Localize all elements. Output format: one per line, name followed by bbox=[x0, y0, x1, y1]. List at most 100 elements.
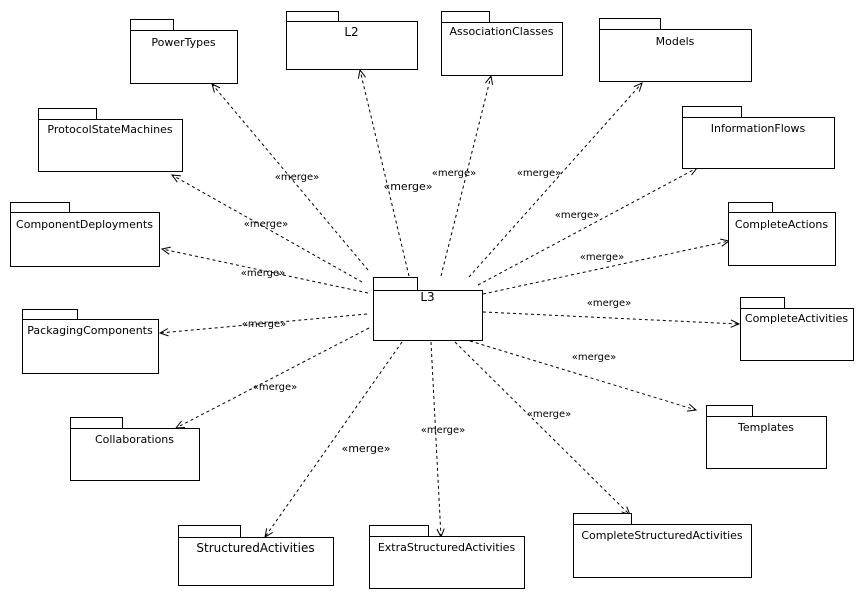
package-name: Models bbox=[656, 35, 695, 48]
package-completeactivities[interactable]: CompleteActivities bbox=[740, 297, 854, 361]
dependency-line bbox=[211, 83, 369, 271]
merge-dependency-packagingcomponents: «merge» bbox=[158, 313, 368, 337]
package-extrastructuredactivities[interactable]: ExtraStructuredActivities bbox=[369, 525, 525, 589]
dependency-line bbox=[482, 240, 730, 295]
merge-dependency-powertypes: «merge» bbox=[211, 83, 369, 271]
package-name: Templates bbox=[737, 421, 794, 434]
merge-label: «merge» bbox=[244, 219, 289, 230]
package-body bbox=[373, 290, 483, 341]
merge-label: «merge» bbox=[517, 168, 562, 179]
merge-dependency-structuredactivities: «merge» bbox=[264, 341, 403, 539]
package-tab bbox=[599, 18, 661, 30]
package-tab bbox=[369, 525, 429, 537]
package-tab bbox=[10, 202, 70, 213]
merge-label: «merge» bbox=[241, 268, 286, 279]
package-templates[interactable]: Templates bbox=[706, 405, 827, 469]
package-completeactions[interactable]: CompleteActions bbox=[728, 202, 836, 266]
package-l2[interactable]: L2 bbox=[286, 11, 418, 70]
package-tab bbox=[573, 513, 632, 525]
package-tab bbox=[740, 297, 785, 309]
package-body bbox=[573, 524, 752, 578]
merge-label: «merge» bbox=[587, 298, 632, 309]
merge-dependency-l2: «merge» bbox=[357, 68, 433, 277]
package-name: PackagingComponents bbox=[27, 324, 153, 337]
arrowhead bbox=[730, 319, 741, 328]
package-tab bbox=[22, 309, 78, 320]
package-body bbox=[178, 537, 334, 586]
dependency-line bbox=[161, 248, 369, 294]
dependency-line bbox=[468, 82, 643, 278]
merge-label: «merge» bbox=[555, 210, 600, 221]
dependency-line bbox=[159, 313, 368, 334]
package-tab bbox=[130, 19, 174, 31]
package-l3[interactable]: L3 bbox=[373, 277, 483, 341]
package-name: StructuredActivities bbox=[196, 541, 314, 555]
package-name: L2 bbox=[344, 25, 358, 39]
merge-label: «merge» bbox=[341, 442, 390, 455]
dependency-line bbox=[430, 341, 442, 538]
merge-dependency-informationflows: «merge» bbox=[477, 167, 699, 286]
merge-dependency-componentdeployments: «merge» bbox=[160, 246, 369, 294]
package-body bbox=[682, 117, 835, 169]
arrowhead bbox=[160, 246, 171, 255]
arrowhead bbox=[357, 68, 366, 79]
package-body bbox=[22, 319, 159, 374]
package-packagingcomponents[interactable]: PackagingComponents bbox=[22, 309, 159, 374]
package-name: CompleteStructuredActivities bbox=[581, 529, 743, 542]
package-tab bbox=[70, 417, 123, 429]
arrowhead bbox=[687, 167, 699, 176]
package-collaborations[interactable]: Collaborations bbox=[70, 417, 200, 481]
dependency-line bbox=[482, 311, 740, 325]
merge-label: «merge» bbox=[242, 319, 287, 330]
package-name: InformationFlows bbox=[711, 122, 806, 135]
package-tab bbox=[728, 202, 773, 213]
arrowhead bbox=[633, 82, 643, 92]
package-componentdeployments[interactable]: ComponentDeployments bbox=[10, 202, 160, 267]
package-associationclasses[interactable]: AssociationClasses bbox=[441, 11, 563, 76]
package-body bbox=[286, 21, 418, 70]
dependency-line bbox=[477, 167, 698, 286]
arrowhead bbox=[720, 238, 731, 247]
package-name: PowerTypes bbox=[151, 36, 216, 49]
package-tab bbox=[682, 106, 742, 118]
package-completestructuredactivities[interactable]: CompleteStructuredActivities bbox=[573, 513, 752, 578]
arrowhead bbox=[687, 403, 698, 412]
package-body bbox=[10, 212, 160, 267]
package-protocolstatemachines[interactable]: ProtocolStateMachines bbox=[38, 108, 183, 172]
arrowhead bbox=[174, 420, 186, 429]
package-tab bbox=[38, 108, 97, 120]
dependency-line bbox=[175, 327, 370, 429]
package-name: AssociationClasses bbox=[449, 25, 553, 38]
merge-label: «merge» bbox=[421, 425, 466, 436]
merge-label: «merge» bbox=[383, 180, 432, 193]
arrowhead bbox=[170, 174, 182, 183]
merge-dependency-associationclasses: «merge» bbox=[432, 74, 494, 277]
package-name: CompleteActions bbox=[735, 218, 828, 231]
package-powertypes[interactable]: PowerTypes bbox=[130, 19, 238, 84]
package-structuredactivities[interactable]: StructuredActivities bbox=[178, 525, 334, 586]
merge-dependency-completeactivities: «merge» bbox=[482, 298, 741, 328]
package-name: ProtocolStateMachines bbox=[47, 123, 172, 136]
arrowhead bbox=[158, 328, 169, 337]
dependency-line bbox=[454, 341, 631, 516]
package-tab bbox=[441, 11, 490, 23]
dependency-line bbox=[359, 69, 410, 277]
package-body bbox=[706, 416, 827, 469]
package-body bbox=[599, 29, 752, 82]
package-name: ComponentDeployments bbox=[16, 218, 153, 231]
package-body bbox=[38, 119, 183, 172]
merge-dependency-collaborations: «merge» bbox=[174, 327, 370, 429]
merge-dependency-templates: «merge» bbox=[469, 340, 698, 412]
merge-dependency-extrastructuredactivities: «merge» bbox=[421, 341, 466, 539]
merge-label: «merge» bbox=[527, 409, 572, 420]
merge-dependency-completeactions: «merge» bbox=[482, 238, 731, 295]
merge-dependency-completestructuredactivities: «merge» bbox=[454, 341, 631, 516]
package-tab bbox=[706, 405, 753, 417]
package-tab bbox=[373, 277, 418, 291]
package-body bbox=[441, 22, 563, 76]
package-informationflows[interactable]: InformationFlows bbox=[682, 106, 835, 169]
package-body bbox=[70, 428, 200, 481]
package-body bbox=[740, 308, 854, 361]
package-models[interactable]: Models bbox=[599, 18, 752, 82]
merge-label: «merge» bbox=[275, 172, 320, 183]
